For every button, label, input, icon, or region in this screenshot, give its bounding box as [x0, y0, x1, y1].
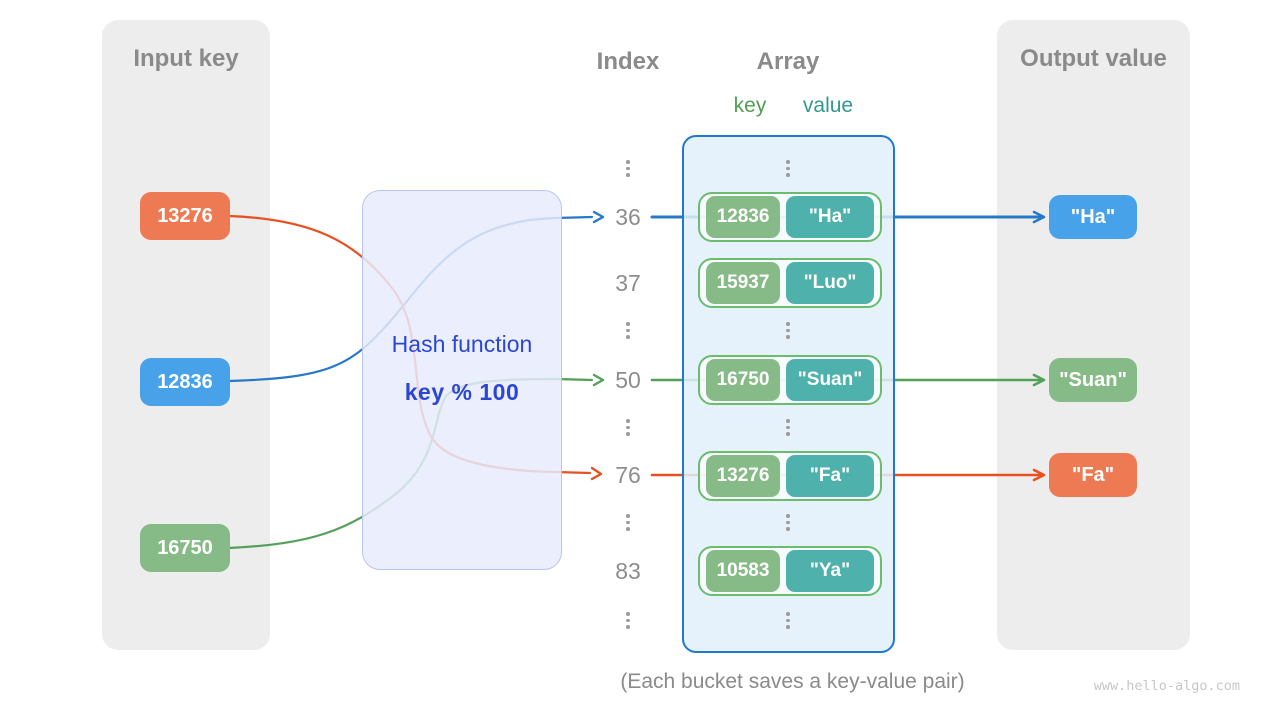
arrow-to-fa — [1032, 468, 1046, 482]
output-value-box: "Fa" — [1049, 453, 1137, 497]
arrow-to-ha — [1032, 210, 1046, 224]
output-value-label: "Ha" — [1070, 205, 1116, 228]
hash-function-title: Hash function — [391, 331, 533, 357]
index-number: 37 — [615, 270, 641, 296]
array-ellipsis — [784, 514, 792, 531]
website-watermark: www.hello-algo.com — [1093, 678, 1240, 694]
array-ellipsis — [784, 160, 792, 177]
key-column-label: key — [733, 94, 767, 117]
bucket-pair: 12836 "Ha" — [698, 192, 882, 242]
input-key-label: 16750 — [157, 536, 213, 559]
output-value-panel — [997, 20, 1190, 650]
input-key-box: 16750 — [140, 524, 230, 572]
bucket-value-box: "Suan" — [786, 359, 874, 401]
arrow-to-suan — [1032, 373, 1046, 387]
index-ellipsis — [624, 612, 632, 629]
output-value-label: "Suan" — [1059, 368, 1127, 391]
array-header: Array — [756, 48, 820, 75]
index-number: 36 — [615, 204, 641, 230]
index-header: Index — [596, 48, 660, 75]
bucket-value-box: "Luo" — [786, 262, 874, 304]
value-column-label: value — [802, 94, 854, 117]
index-ellipsis — [624, 160, 632, 177]
index-ellipsis — [624, 419, 632, 436]
hash-function-box: Hash function key % 100 — [362, 190, 562, 570]
bucket-pair: 10583 "Ya" — [698, 546, 882, 596]
index-number: 50 — [615, 367, 641, 393]
bucket-key-box: 13276 — [706, 455, 780, 497]
input-key-label: 13276 — [157, 204, 213, 227]
input-panel-title: Input key — [133, 45, 239, 72]
output-value-box: "Ha" — [1049, 195, 1137, 239]
curve-12836-arrowhead — [592, 210, 605, 224]
array-ellipsis — [784, 419, 792, 436]
curve-13276-arrowhead — [590, 466, 603, 481]
diagram-caption: (Each bucket saves a key-value pair) — [620, 670, 965, 693]
output-panel-title: Output value — [1020, 45, 1167, 72]
hash-function-formula: key % 100 — [404, 379, 520, 405]
bucket-value-box: "Fa" — [786, 455, 874, 497]
bucket-pair: 13276 "Fa" — [698, 451, 882, 501]
input-key-box: 13276 — [140, 192, 230, 240]
array-ellipsis — [784, 322, 792, 339]
bucket-key-box: 16750 — [706, 359, 780, 401]
bucket-value-box: "Ya" — [786, 550, 874, 592]
bucket-pair: 15937 "Luo" — [698, 258, 882, 308]
index-ellipsis — [624, 514, 632, 531]
bucket-key-box: 10583 — [706, 550, 780, 592]
output-value-label: "Fa" — [1071, 463, 1115, 486]
input-key-label: 12836 — [157, 370, 213, 393]
bucket-value-box: "Ha" — [786, 196, 874, 238]
bucket-pair: 16750 "Suan" — [698, 355, 882, 405]
output-value-box: "Suan" — [1049, 358, 1137, 402]
curve-16750-arrowhead — [592, 373, 605, 387]
index-number: 76 — [615, 462, 641, 488]
array-ellipsis — [784, 612, 792, 629]
bucket-key-box: 15937 — [706, 262, 780, 304]
index-ellipsis — [624, 322, 632, 339]
input-key-box: 12836 — [140, 358, 230, 406]
index-number: 83 — [615, 558, 641, 584]
bucket-key-box: 12836 — [706, 196, 780, 238]
